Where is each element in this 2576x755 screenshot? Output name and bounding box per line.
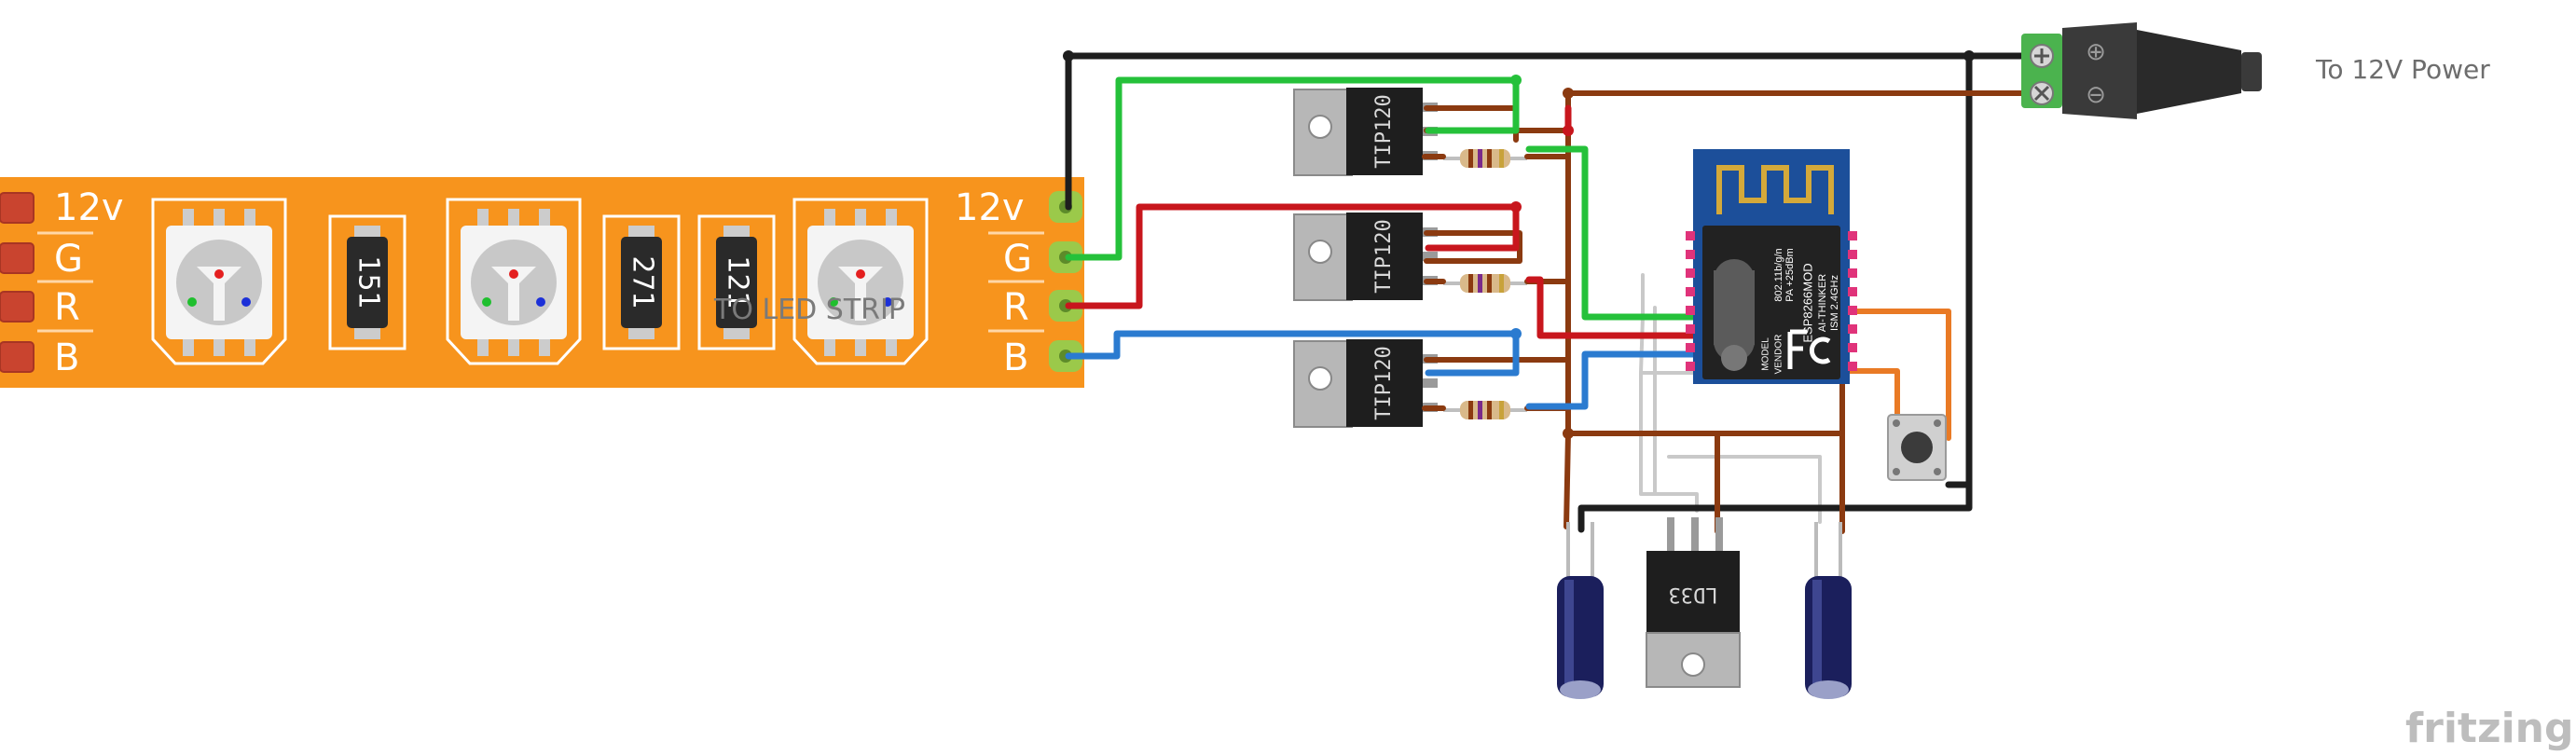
rgb-led-3: [792, 198, 929, 365]
resistor-3: [1443, 401, 1527, 419]
transistor-1-label: TIP120: [1372, 94, 1396, 168]
strip-pad-right-12v: 12v: [955, 186, 1025, 229]
smd-resistor-121: 121: [697, 214, 776, 350]
strip-pad-left-12v: 12v: [54, 186, 124, 229]
transistor-tip120-3: TIP120: [1293, 339, 1438, 428]
strip-pads-right: 12v G R B: [955, 186, 1082, 379]
smd-resistor-151: 151: [328, 214, 406, 350]
strip-pad-right-g: G: [1003, 238, 1032, 281]
dc-power-jack: ⊕ ⊖: [2021, 22, 2262, 119]
strip-pad-left-r: R: [54, 286, 80, 329]
resistor-code-271: 271: [627, 255, 659, 309]
strip-pad-right-r: R: [1003, 286, 1029, 329]
wires: [1063, 50, 2027, 534]
jack-minus-symbol: ⊖: [2086, 81, 2106, 109]
capacitor-2: [1805, 522, 1852, 699]
esp-line-5: 802.11b/g/n: [1773, 248, 1784, 301]
esp8266-module: ESP8266MOD AI-THINKER ISM 2.4GHz PA +25d…: [1686, 149, 1857, 384]
strip-pads-left: 12v G R B: [0, 186, 124, 379]
regulator-label: LD33: [1669, 583, 1718, 606]
rgb-led-1: [151, 198, 287, 365]
esp-pins-right: [1848, 231, 1857, 371]
transistor-tip120-2: TIP120: [1293, 213, 1438, 301]
resistor-1: [1443, 149, 1527, 168]
smd-resistor-271: 271: [602, 214, 681, 350]
led-strip-overlay-label: TO LED STRIP: [713, 294, 905, 326]
transistor-tip120-1: TIP120: [1293, 88, 1438, 176]
fcc-logo-icon: [1787, 329, 1831, 369]
esp-line-1: ESP8266MOD: [1800, 263, 1814, 342]
rgb-led-2: [446, 198, 582, 365]
push-button: [1887, 414, 1947, 481]
fritzing-brand: fritzing: [2405, 705, 2573, 752]
wire-black: [1065, 52, 2027, 533]
resistor-2: [1443, 274, 1527, 293]
esp-line-4: PA +25dBm: [1784, 248, 1796, 302]
strip-pad-left-g: G: [54, 238, 83, 281]
jack-plus-symbol: ⊕: [2086, 38, 2106, 66]
wire-nodes: [1063, 50, 1975, 439]
led-strip: 12v G R B 151: [0, 177, 1084, 388]
esp-line-3: ISM 2.4GHz: [1829, 275, 1840, 331]
resistor-code-151: 151: [352, 255, 385, 309]
strip-pad-right-b: B: [1003, 336, 1028, 379]
voltage-regulator-ld33: LD33: [1646, 517, 1741, 688]
wire-gray: [1639, 273, 1822, 524]
transistor-2-label: TIP120: [1372, 219, 1396, 293]
transistor-3-label: TIP120: [1372, 346, 1396, 419]
resistor-code-121: 121: [722, 255, 754, 309]
capacitor-1: [1557, 522, 1604, 699]
strip-pad-left-b: B: [54, 336, 79, 379]
wire-blue: [1065, 330, 1701, 410]
power-label: To 12V Power: [2315, 54, 2490, 85]
esp-side-model: MODEL: [1761, 337, 1771, 371]
esp-line-2: AI-THINKER: [1817, 274, 1828, 332]
esp-side-vendor: VENDOR: [1774, 335, 1784, 375]
wire-green: [1065, 76, 1701, 321]
esp-pins-left: [1686, 231, 1695, 371]
